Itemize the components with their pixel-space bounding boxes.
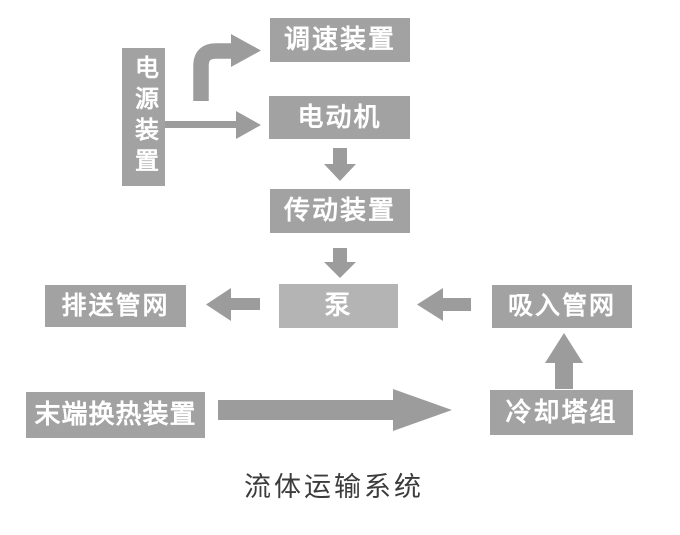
node-transmission-label: 传动装置 [283, 196, 396, 225]
node-speed-control: 调速装置 [270, 18, 410, 62]
node-pump-label: 泵 [324, 291, 353, 320]
arrow-transmission-to-pump-head [324, 262, 356, 278]
arrow-cooling-to-suction-head [545, 333, 583, 363]
node-terminal-heat-exchanger: 末端换热装置 [26, 392, 205, 438]
arrow-transmission-to-pump-shaft [333, 248, 347, 263]
arrow-motor-to-transmission [324, 148, 356, 181]
arrow-power-to-speed-shaft [193, 43, 231, 101]
arrow-power-to-speed-head [231, 34, 261, 67]
node-motor-label: 电动机 [297, 102, 382, 132]
node-discharge-network: 排送管网 [45, 285, 186, 327]
arrow-pump-to-discharge [206, 288, 260, 321]
node-cooling-tower-group-label: 冷却塔组 [505, 397, 618, 427]
arrow-transmission-to-pump [324, 248, 356, 278]
node-transmission: 传动装置 [270, 189, 410, 233]
node-motor: 电动机 [269, 96, 410, 139]
node-power-supply: 电源装置 [122, 48, 165, 186]
arrow-power-to-motor-head [236, 111, 261, 139]
arrow-pump-to-discharge-shaft [230, 298, 260, 310]
node-pump: 泵 [279, 284, 398, 328]
arrow-power-to-motor-shaft [165, 121, 237, 128]
arrow-cooling-to-suction-shaft [555, 362, 573, 389]
arrow-terminal-to-cooling-shaft [218, 400, 394, 420]
arrow-cooling-to-suction [545, 333, 583, 389]
diagram-title: 流体运输系统 [244, 472, 424, 502]
node-terminal-heat-exchanger-label: 末端换热装置 [34, 400, 197, 429]
arrow-power-to-motor [165, 111, 261, 139]
node-discharge-network-label: 排送管网 [61, 292, 170, 320]
node-speed-control-label: 调速装置 [283, 25, 396, 54]
arrow-suction-to-pump-shaft [442, 298, 471, 311]
arrow-pump-to-discharge-head [206, 288, 231, 321]
arrow-suction-to-pump-head [417, 288, 443, 321]
arrow-motor-to-transmission-head [324, 164, 356, 181]
arrow-power-to-speed [193, 34, 261, 101]
arrow-terminal-to-cooling-head [393, 389, 452, 431]
arrow-terminal-to-cooling [218, 389, 452, 431]
node-suction-network: 吸入管网 [492, 285, 632, 328]
node-suction-network-label: 吸入管网 [507, 293, 616, 320]
arrow-suction-to-pump [417, 288, 471, 321]
node-cooling-tower-group: 冷却塔组 [490, 390, 633, 435]
arrow-motor-to-transmission-shaft [333, 148, 347, 165]
node-power-supply-label: 电源装置 [130, 55, 157, 179]
